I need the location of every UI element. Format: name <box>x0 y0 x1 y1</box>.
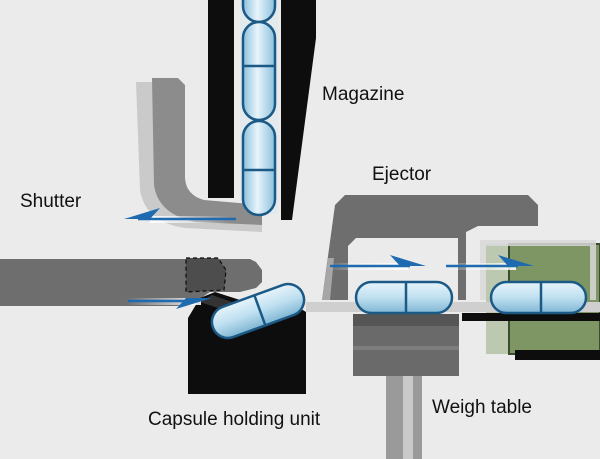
weigh-capsule <box>354 280 454 315</box>
feed-arrow <box>126 298 212 309</box>
capsule <box>241 119 277 217</box>
weigh-table <box>353 314 459 459</box>
label-capsule-holding-unit: Capsule holding unit <box>148 409 321 430</box>
label-shutter: Shutter <box>20 191 82 212</box>
ejector-arrow-2 <box>444 255 534 270</box>
feed-block <box>0 257 262 306</box>
conveyor-plate <box>306 302 600 312</box>
shutter-arrow <box>124 208 236 223</box>
label-weigh-table: Weigh table <box>432 397 532 418</box>
label-magazine: Magazine <box>322 84 404 105</box>
ejected-capsule <box>489 280 588 315</box>
magazine-capsules <box>241 0 277 217</box>
tilted-capsule <box>210 282 306 340</box>
ejector-arrow-1 <box>328 255 426 270</box>
capsule <box>241 20 277 122</box>
label-ejector: Ejector <box>372 164 432 185</box>
shutter <box>136 78 262 232</box>
capsule <box>241 0 277 24</box>
motion-arrows <box>124 208 534 309</box>
